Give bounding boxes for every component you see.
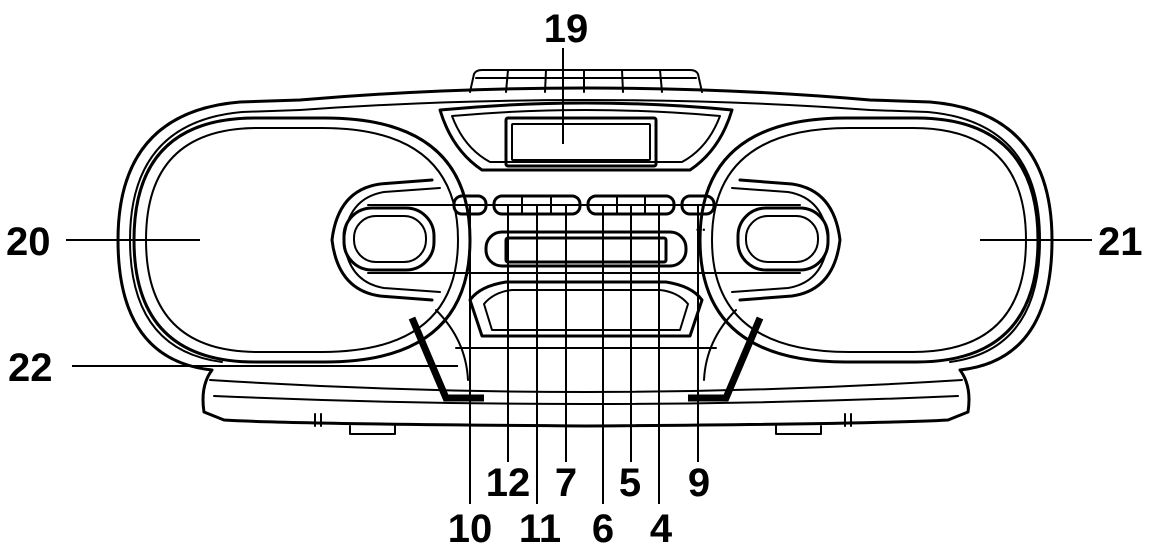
control-panel (330, 178, 842, 302)
button-row: ••• (452, 194, 716, 235)
callout-9: 9 (688, 461, 710, 505)
callout-10: 10 (448, 507, 493, 548)
lcd-display (504, 116, 658, 168)
disc-slot (484, 230, 688, 268)
cassette-door (435, 280, 737, 381)
right-speaker (698, 116, 1040, 364)
body-outline (116, 86, 1054, 435)
callout-labels: 19 20 21 22 10 12 11 7 6 5 4 9 (6, 7, 1143, 548)
callout-21: 21 (1098, 220, 1143, 264)
left-speaker (132, 116, 472, 364)
indicator-dots: ••• (696, 225, 705, 235)
callout-6: 6 (592, 507, 614, 548)
callout-7: 7 (555, 461, 577, 505)
callout-11: 11 (519, 507, 561, 548)
right-handle-grip (736, 206, 830, 272)
left-handle-grip (342, 206, 436, 272)
callout-12: 12 (486, 461, 531, 505)
leader-lines (66, 48, 1092, 504)
support-struts (408, 316, 764, 402)
callout-20: 20 (6, 220, 51, 264)
top-button-row (469, 69, 703, 93)
callout-4: 4 (650, 507, 673, 548)
callout-19: 19 (544, 7, 589, 51)
callout-5: 5 (619, 461, 641, 505)
display-housing (438, 101, 734, 172)
callout-22: 22 (8, 346, 53, 390)
